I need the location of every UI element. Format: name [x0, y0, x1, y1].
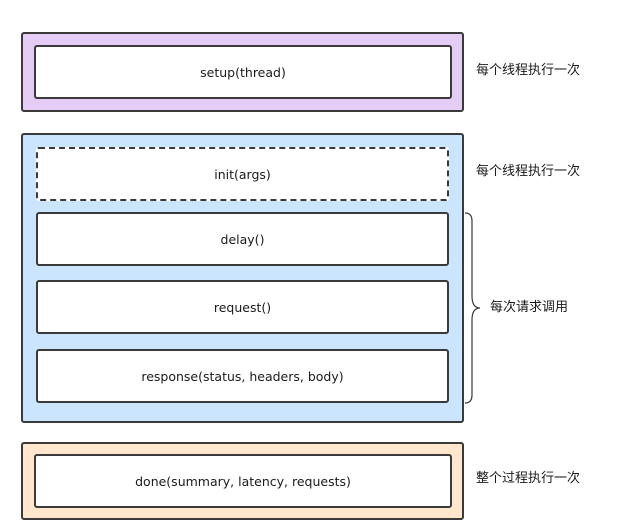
response-label: response(status, headers, body) — [141, 368, 344, 384]
response-box: response(status, headers, body) — [36, 349, 449, 403]
per-request-note: 每次请求调用 — [490, 300, 569, 315]
init-box: init(args) — [36, 147, 449, 201]
delay-label: delay() — [220, 231, 265, 247]
setup-box: setup(thread) — [34, 45, 452, 99]
thread-loop-group: init(args) delay() request() response(st… — [21, 133, 464, 423]
request-label: request() — [213, 299, 272, 315]
per-request-brace — [464, 212, 481, 404]
init-note: 每个线程执行一次 — [476, 164, 581, 179]
done-label: done(summary, latency, requests) — [135, 473, 351, 489]
init-label: init(args) — [214, 166, 271, 182]
done-box: done(summary, latency, requests) — [34, 454, 452, 508]
done-group: done(summary, latency, requests) — [21, 442, 464, 520]
setup-label: setup(thread) — [200, 64, 286, 80]
setup-note: 每个线程执行一次 — [476, 63, 581, 78]
delay-box: delay() — [36, 212, 449, 266]
done-note: 整个过程执行一次 — [476, 471, 581, 486]
request-box: request() — [36, 280, 449, 334]
setup-group: setup(thread) — [21, 32, 464, 112]
